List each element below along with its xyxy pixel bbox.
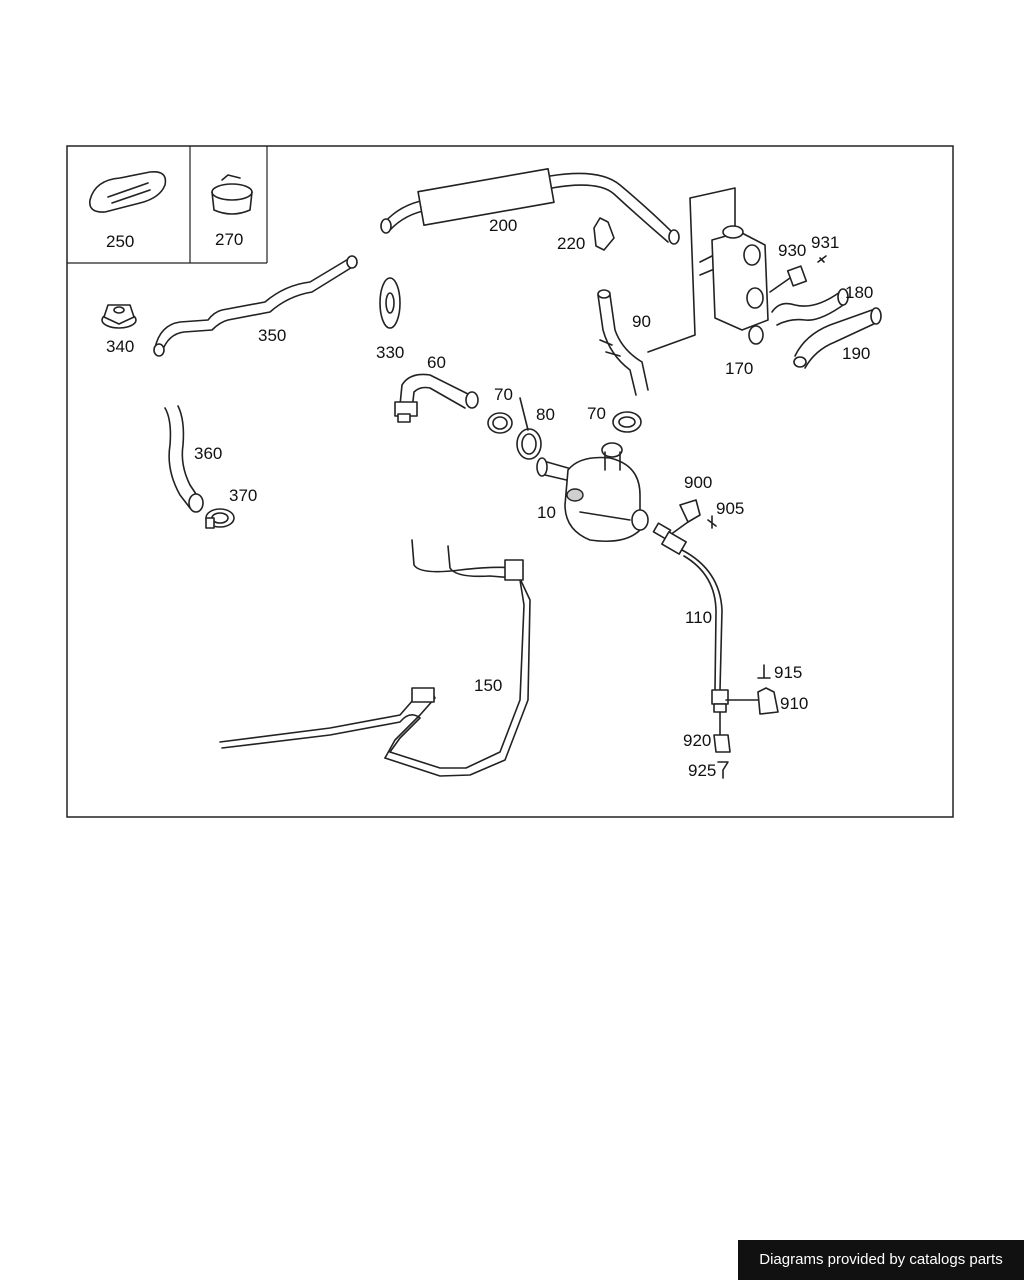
callout-90[interactable]: 90 xyxy=(632,312,651,331)
part-220-bracket[interactable] xyxy=(593,217,615,251)
leader-lines xyxy=(519,397,529,431)
part-905-pin[interactable] xyxy=(707,515,717,529)
diagram-border xyxy=(66,145,954,818)
part-60-hose[interactable] xyxy=(394,373,479,423)
callout-900[interactable]: 900 xyxy=(684,473,712,492)
callout-190[interactable]: 190 xyxy=(842,344,870,363)
part-110-cable[interactable] xyxy=(652,522,759,736)
part-70-clamp-b[interactable] xyxy=(612,411,642,433)
part-180-hose[interactable] xyxy=(771,288,849,326)
part-330-grommet[interactable] xyxy=(379,277,401,329)
callout-905[interactable]: 905 xyxy=(716,499,744,518)
callout-110[interactable]: 110 xyxy=(685,608,712,627)
part-190-hose[interactable] xyxy=(793,307,882,369)
callout-80[interactable]: 80 xyxy=(536,405,555,424)
part-350-hose[interactable] xyxy=(153,255,358,357)
part-370-clamp[interactable] xyxy=(205,508,235,529)
part-10-pump[interactable] xyxy=(536,442,649,543)
part-70-clamp-a[interactable] xyxy=(487,412,513,434)
callout-180[interactable]: 180 xyxy=(845,283,873,302)
part-931-pin[interactable] xyxy=(817,255,827,263)
part-90-hose[interactable] xyxy=(597,289,649,396)
part-900-connector[interactable] xyxy=(669,499,701,536)
callout-70-a[interactable]: 70 xyxy=(494,385,513,404)
callout-150[interactable]: 150 xyxy=(474,676,502,695)
part-200-hose[interactable] xyxy=(380,167,680,245)
part-340-nut[interactable] xyxy=(101,304,137,329)
callout-925[interactable]: 925 xyxy=(688,761,716,780)
callout-60[interactable]: 60 xyxy=(427,353,446,372)
callout-200[interactable]: 200 xyxy=(489,216,517,235)
callout-340[interactable]: 340 xyxy=(106,337,134,356)
part-270-clamp[interactable] xyxy=(211,174,253,215)
part-920-terminal[interactable] xyxy=(713,734,731,753)
callout-920[interactable]: 920 xyxy=(683,731,711,750)
part-170-valve[interactable] xyxy=(647,187,769,353)
callout-930[interactable]: 930 xyxy=(778,241,806,260)
part-930-plug[interactable] xyxy=(769,265,808,293)
callout-70-b[interactable]: 70 xyxy=(587,404,606,423)
callout-910[interactable]: 910 xyxy=(780,694,808,713)
part-80-oring[interactable] xyxy=(516,428,542,460)
part-150-pipes[interactable] xyxy=(219,539,531,777)
callout-220[interactable]: 220 xyxy=(557,234,585,253)
part-360-hose[interactable] xyxy=(164,405,204,513)
callouts: 250 270 200 220 930 931 180 350 340 330 … xyxy=(106,216,873,780)
callout-170[interactable]: 170 xyxy=(725,359,753,378)
part-910-housing[interactable] xyxy=(757,687,779,715)
callout-931[interactable]: 931 xyxy=(811,233,839,252)
part-250-clip[interactable] xyxy=(88,170,167,213)
inset-boxes xyxy=(67,146,268,264)
callout-350[interactable]: 350 xyxy=(258,326,286,345)
part-915-seal[interactable] xyxy=(757,664,771,679)
callout-270[interactable]: 270 xyxy=(215,230,243,249)
callout-250[interactable]: 250 xyxy=(106,232,134,251)
part-925-pin[interactable] xyxy=(717,761,729,779)
footer-credit: Diagrams provided by catalogs parts xyxy=(738,1240,1024,1280)
callout-330[interactable]: 330 xyxy=(376,343,404,362)
callout-915[interactable]: 915 xyxy=(774,663,802,682)
callout-360[interactable]: 360 xyxy=(194,444,222,463)
callout-10[interactable]: 10 xyxy=(537,503,556,522)
callout-370[interactable]: 370 xyxy=(229,486,257,505)
